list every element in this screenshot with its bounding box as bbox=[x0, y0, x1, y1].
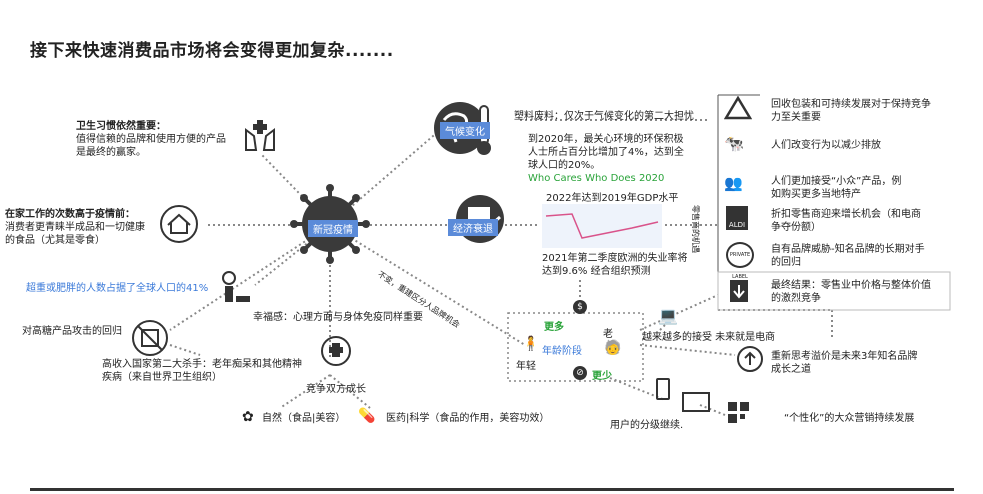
bottom-divider bbox=[30, 488, 954, 491]
person-icon: 🧍 bbox=[522, 336, 540, 352]
hygiene-title: 卫生习惯依然重要： bbox=[76, 121, 166, 132]
page-title: 接下来快速消费品市场将会变得更加复杂....... bbox=[30, 41, 394, 61]
private-label-text: PRIVATE LABEL bbox=[729, 252, 751, 280]
hygiene-body-2: 是最终的赢家。 bbox=[76, 147, 146, 158]
old-label: 老 bbox=[603, 329, 613, 340]
more-label: 更多 bbox=[544, 322, 564, 333]
home-title: 在家工作的次数高于疫情前： bbox=[5, 209, 135, 220]
no-money-icon: ⊘ bbox=[573, 366, 587, 380]
unemployment-text-1: 2021年第二季度欧洲的失业率将 bbox=[542, 253, 688, 264]
home-body-2: 的食品（尤其是零食） bbox=[5, 235, 105, 246]
medicine-text: 医药|科学（食品的作用，美容功效） bbox=[386, 413, 550, 424]
result-text-2: 的激烈竞争 bbox=[771, 293, 821, 304]
elder-icon: 🧓 bbox=[604, 340, 622, 356]
phone-icon bbox=[656, 378, 670, 400]
hygiene-body-1: 值得信赖的品牌和使用方便的产品 bbox=[76, 134, 226, 145]
no-sugar-icon bbox=[132, 320, 168, 356]
growth-arrow-icon bbox=[737, 346, 763, 372]
disease-text-1: 高收入国家第二大杀手：老年痴呆和其他精神 bbox=[102, 359, 302, 370]
natural-icon: ✿ bbox=[242, 409, 254, 425]
personal-text: “个性化”的大众营销持续发展 bbox=[784, 413, 915, 424]
eco-text-1: 到2020年，最关心环境的环保积极 bbox=[528, 134, 684, 145]
grid-icon bbox=[728, 402, 750, 424]
discount-text-1: 折扣零售商迎来增长机会（和电商 bbox=[771, 209, 921, 220]
disease-text-2: 疾病（来自世界卫生组织） bbox=[102, 372, 222, 383]
eco-text-2: 人士所占百分比增加了4%，达到全 bbox=[528, 147, 684, 158]
obesity-text: 超重或肥胖的人数占据了全球人口的41% bbox=[26, 283, 209, 294]
recycle-text-1: 回收包装和可持续发展对于保持竞争 bbox=[771, 99, 931, 110]
niche-text-2: 如购买更多当地特产 bbox=[771, 189, 861, 200]
pill-icon: 💊 bbox=[358, 408, 376, 424]
result-text-1: 最终结果：零售业中价格与整体价值 bbox=[771, 280, 931, 291]
gdp-sparkline bbox=[542, 204, 662, 248]
cow-plant-icon: 🐄 bbox=[724, 134, 744, 153]
emission-text: 人们改变行为以减少排放 bbox=[771, 140, 881, 151]
young-label: 年轻 bbox=[516, 361, 536, 372]
brain-icon bbox=[321, 336, 351, 366]
growth-text: 竞争双方成长 bbox=[306, 384, 366, 395]
tiered-text: 用户的分级继续. bbox=[610, 420, 684, 431]
plastic-text: 塑料废料：仅次于气候变化的第二大担忧 bbox=[514, 111, 694, 122]
private-label-icon: PRIVATE LABEL bbox=[726, 242, 754, 280]
wellbeing-text: 幸福感：心理方面与身体免疫同样重要 bbox=[253, 312, 423, 323]
laptop-cart-icon: 💻 bbox=[658, 306, 678, 325]
media-icon bbox=[682, 392, 710, 412]
sugar-text: 对高糖产品攻击的回归 bbox=[22, 326, 122, 337]
price-down-icon bbox=[730, 280, 748, 302]
eco-text-3: 球人口的20%。 bbox=[528, 160, 601, 171]
gdp-text: 2022年达到2019年GDP水平 bbox=[546, 193, 679, 204]
covid-label: 新冠疫情 bbox=[308, 220, 358, 237]
natural-text: 自然（食品|美容） bbox=[262, 413, 346, 424]
economy-label: 经济衰退 bbox=[448, 219, 498, 236]
unemployment-text-2: 达到9.6% 经合组织预测 bbox=[542, 266, 651, 277]
ecommerce-text: 越来越多的接受 未来就是电商 bbox=[642, 332, 776, 343]
less-label: 更少 bbox=[592, 371, 612, 382]
recycle-text-2: 力至关重要 bbox=[771, 112, 821, 123]
aldi-label: ALDI bbox=[728, 221, 746, 229]
scale-icon bbox=[222, 271, 250, 302]
niche-text-1: 人们更加接受“小众”产品，例 bbox=[771, 176, 902, 187]
recycle-icon bbox=[724, 96, 752, 120]
hands-icon bbox=[245, 120, 275, 151]
eco-source: Who Cares Who Does 2020 bbox=[528, 173, 665, 184]
discount-text-2: 争夺份额） bbox=[771, 222, 821, 233]
people-icon: 👥 bbox=[724, 174, 743, 192]
age-label: 年龄阶段 bbox=[542, 346, 582, 357]
money-bag-icon: $ bbox=[573, 300, 587, 314]
private-text-1: 自有品牌威胁-知名品牌的长期对手 bbox=[771, 244, 925, 255]
rethink-text-2: 成长之道 bbox=[771, 364, 811, 375]
home-body-1: 消费者更青睐半成品和一切健康 bbox=[5, 222, 145, 233]
home-icon bbox=[160, 205, 198, 243]
climate-label: 气候变化 bbox=[440, 122, 490, 139]
private-text-2: 的回归 bbox=[771, 257, 801, 268]
rethink-text-1: 重新思考溢价是未来3年知名品牌 bbox=[771, 351, 918, 362]
aldi-logo: ALDI bbox=[726, 206, 748, 230]
vertical-opportunity-text: 零售商的机遇 bbox=[691, 205, 700, 253]
